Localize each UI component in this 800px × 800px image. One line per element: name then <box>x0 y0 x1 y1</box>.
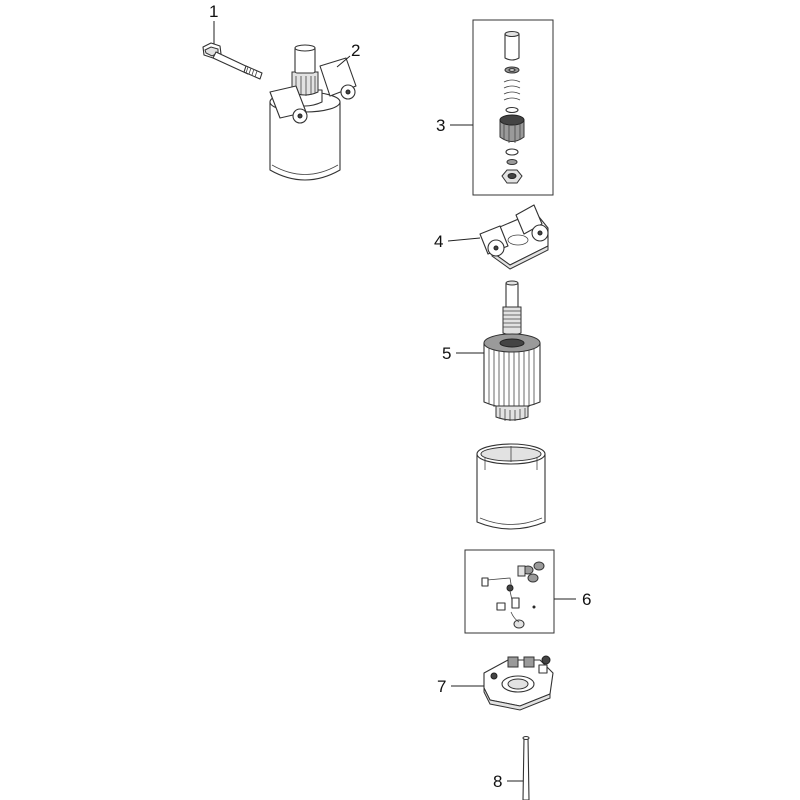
callout-4: 4 <box>434 232 481 251</box>
callout-7: 7 <box>437 677 484 696</box>
part-7-brush-holder <box>483 655 554 711</box>
callout-label-6: 6 <box>582 590 591 609</box>
part-6-brush-kit <box>464 549 555 634</box>
part-5-armature <box>483 280 541 421</box>
callout-label-7: 7 <box>437 677 446 696</box>
part-8-through-bolt <box>522 735 530 800</box>
callout-label-1: 1 <box>209 2 218 21</box>
part-3-pinion-kit <box>472 19 554 196</box>
part-2-starter-motor <box>269 44 357 181</box>
callout-label-8: 8 <box>493 772 502 791</box>
callout-8: 8 <box>493 772 523 791</box>
callout-3: 3 <box>436 116 473 135</box>
part-1-bolt <box>202 42 263 80</box>
callout-5: 5 <box>442 344 484 363</box>
callout-label-3: 3 <box>436 116 445 135</box>
callout-1: 1 <box>209 2 218 44</box>
callout-label-2: 2 <box>351 41 360 60</box>
motor-housing <box>476 443 546 530</box>
callout-label-4: 4 <box>434 232 443 251</box>
callout-6: 6 <box>554 590 591 609</box>
callout-2: 2 <box>336 41 360 68</box>
callout-label-5: 5 <box>442 344 451 363</box>
part-4-end-cap <box>479 204 549 270</box>
